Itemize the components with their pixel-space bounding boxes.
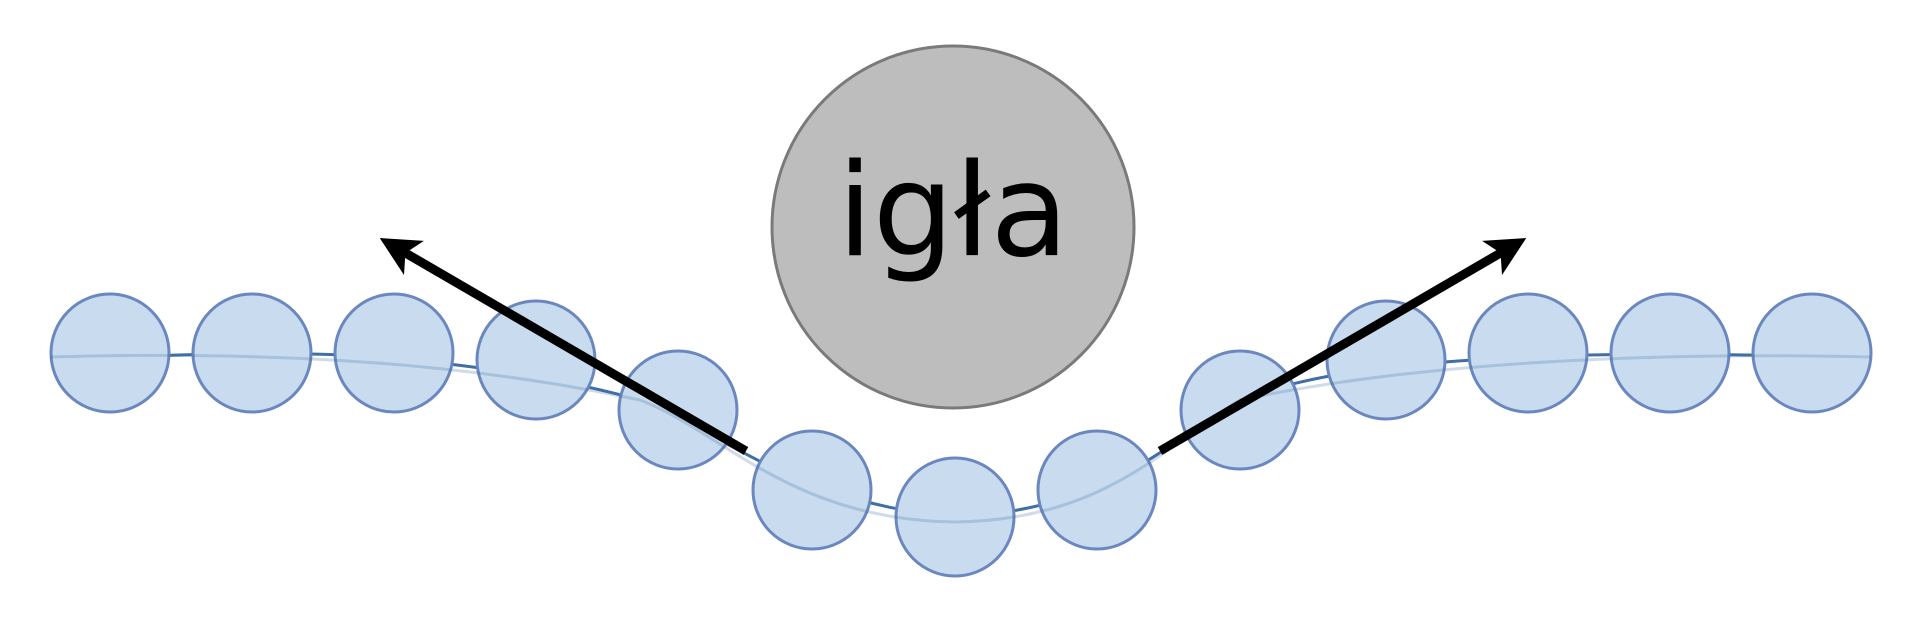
bead-chain: [49, 292, 1873, 578]
bead: [1036, 429, 1158, 551]
left-force-arrow: [379, 238, 749, 455]
needle-label: igła: [837, 137, 1069, 286]
bead: [751, 429, 873, 551]
bead: [191, 292, 313, 414]
bead: [1325, 299, 1447, 421]
bead: [1751, 292, 1873, 414]
needle-circle: [770, 44, 1136, 410]
bead: [333, 292, 455, 414]
bead: [1467, 292, 1589, 414]
bead: [49, 292, 171, 414]
bead: [1609, 292, 1731, 414]
thread-through-beads: [49, 353, 1871, 524]
bead: [894, 456, 1016, 578]
bead: [475, 299, 597, 421]
bead: [1179, 349, 1301, 471]
needle: igła: [770, 44, 1136, 410]
right-force-arrow: [1157, 238, 1527, 455]
